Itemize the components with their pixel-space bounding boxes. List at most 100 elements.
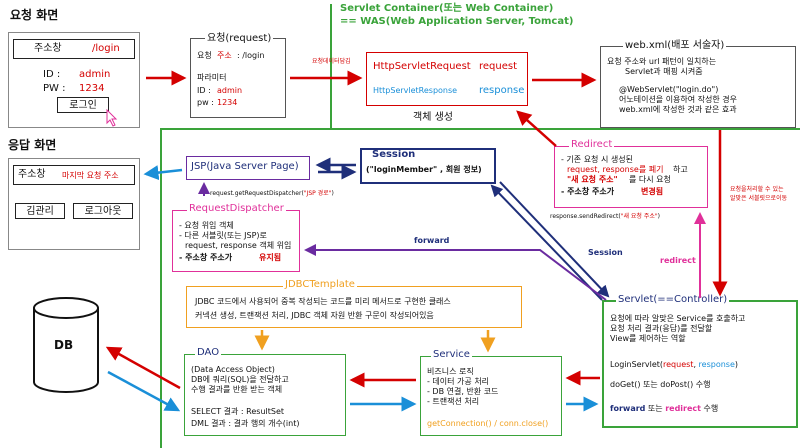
address-label: 주소창 — [34, 43, 62, 54]
container-top-edge — [330, 4, 332, 130]
res-name: response — [479, 85, 525, 96]
dispatcher-l3b: 유지됨 — [259, 253, 282, 262]
arrow-servlet-to-session — [490, 184, 603, 301]
servlet-l5: doGet() 또는 doPost() 수행 — [610, 380, 711, 389]
container-title-2: == WAS(Web Application Server, Tomcat) — [340, 16, 574, 27]
jsp-title: JSP(Java Server Page) — [191, 161, 299, 172]
redirect-label: redirect — [660, 256, 696, 265]
login-button[interactable]: 로그인 — [57, 97, 109, 113]
response-address-value: 마지막 요청 주소 — [62, 171, 119, 180]
dispatcher-l2: - 다른 서블릿(또는 JSP)로 — [179, 231, 267, 240]
servlet-l2: 요청 처리 결과(응답)를 전달할 — [610, 324, 713, 333]
send-redirect-call: response.sendRedirect("새 요청 주소") — [550, 213, 660, 220]
redirect-l3b: 를 다시 요청 — [629, 175, 671, 184]
database-icon — [33, 297, 99, 393]
request-line1-prefix: 요청 — [197, 51, 212, 60]
response-screen-title: 응답 화면 — [8, 138, 57, 152]
service-title: Service — [431, 349, 472, 361]
side-note-2: 알맞은 서블릿으로이동 — [730, 195, 788, 202]
service-l2: - 데이터 가공 처리 — [427, 377, 490, 386]
request-line1-value: : /login — [237, 51, 265, 60]
dispatcher-l2b: request, response 객체 위임 — [185, 241, 292, 250]
request-screen: 주소창 /login ID : admin PW : 1234 로그인 — [8, 32, 140, 128]
servlet-l1: 요청에 따라 알맞은 Service를 호출하고 — [610, 314, 746, 323]
logout-label: 로그아웃 — [84, 206, 122, 217]
dao-title: DAO — [195, 347, 222, 359]
redirect-l3a: "새 요청 주소" — [567, 175, 618, 184]
dao-l3: 수행 결과를 반환 받는 객체 — [191, 385, 283, 394]
arrow-dao-to-db — [105, 346, 181, 390]
db-label: DB — [54, 338, 74, 352]
pw-label: PW : — [43, 83, 66, 94]
webxml-b1: 요청 주소와 url 패턴이 일치하는 — [607, 57, 717, 66]
dao-l4: SELECT 결과 : ResultSet — [191, 407, 285, 416]
service-box: Service 비즈니스 로직 - 데이터 가공 처리 - DB 연결, 반환 … — [420, 349, 562, 436]
param-pw-prefix: pw : — [197, 98, 214, 107]
webxml-b2b: 어노테이션을 이용하여 작성한 경우 — [619, 95, 738, 104]
objects-box: HttpServletRequest request HttpServletRe… — [366, 52, 528, 106]
arrow-db-to-dao — [107, 370, 181, 412]
jsp-box: JSP(Java Server Page) — [186, 156, 310, 180]
servlet-l3: View를 제어하는 역할 — [610, 334, 686, 343]
res-class: HttpServletResponse — [373, 86, 458, 95]
redirect-l2a: request, response를 폐기 — [567, 165, 664, 174]
request-box: 요청(request) 요청 주소 : /login 파라미터 ID : adm… — [190, 33, 286, 118]
response-address-bar[interactable]: 주소창 마지막 요청 주소 — [13, 165, 135, 185]
dispatcher-call: request.getRequestDispatcher("JSP 경로") — [210, 190, 334, 197]
jdbc-title: JDBCTemplate — [283, 279, 357, 291]
webxml-title: web.xml(배포 서술자) — [623, 40, 727, 52]
req-name: request — [479, 61, 518, 72]
arrow-redirect-to-objects — [516, 110, 557, 147]
address-bar[interactable]: 주소창 /login — [13, 39, 135, 59]
redirect-l4b: 변경됨 — [641, 187, 664, 196]
session-content: ("loginMember" , 회원 정보) — [366, 165, 482, 174]
id-label: ID : — [43, 69, 61, 80]
request-screen-title: 요청 화면 — [10, 8, 59, 22]
dao-l2: DB에 쿼리(SQL)을 전달하고 — [191, 375, 289, 384]
redirect-l1: - 기존 요청 시 생성된 — [561, 155, 633, 164]
dispatcher-box: RequestDispatcher - 요청 위임 객체 - 다른 서블릿(또는… — [172, 203, 300, 272]
side-note-1: 요청을처리할 수 있는 — [730, 186, 784, 193]
jdbc-l2: 커넥션 생성, 트랜잭션 처리, JDBC 객체 자원 반환 구문이 작성되어있… — [195, 311, 434, 320]
param-id-value: admin — [217, 86, 243, 95]
dao-l1: (Data Access Object) — [191, 365, 275, 374]
user-name-button[interactable]: 김관리 — [15, 203, 65, 219]
arrow-jsp-to-response — [143, 165, 183, 181]
service-l4: - 트랜잭션 처리 — [427, 397, 480, 406]
arrow-forward — [304, 244, 607, 301]
param-pw-value: 1234 — [217, 98, 238, 107]
webxml-b2: @WebServlet("login.do") — [619, 85, 719, 94]
service-l1: 비즈니스 로직 — [427, 367, 474, 376]
request-data-label: 요청데이터담김 — [312, 58, 351, 65]
dispatcher-l1: - 요청 위임 객체 — [179, 221, 234, 230]
logout-button[interactable]: 로그아웃 — [73, 203, 133, 219]
param-id-prefix: ID : — [197, 86, 211, 95]
request-box-title: 요청(request) — [205, 33, 274, 45]
login-button-label: 로그인 — [69, 100, 97, 111]
dispatcher-l3a: - 주소창 주소가 — [179, 253, 233, 262]
address-value: /login — [92, 43, 120, 54]
response-screen: 주소창 마지막 요청 주소 김관리 로그아웃 — [8, 158, 140, 250]
response-address-label: 주소창 — [18, 169, 46, 180]
session-box: Session ("loginMember" , 회원 정보) — [360, 148, 496, 184]
dao-l5: DML 결과 : 결과 행의 개수(int) — [191, 419, 300, 428]
redirect-title: Redirect — [569, 139, 615, 151]
objects-caption: 객체 생성 — [413, 112, 453, 123]
service-l5: getConnection() / conn.close() — [427, 419, 549, 428]
id-value[interactable]: admin — [79, 69, 111, 80]
jdbc-box: JDBCTemplate JDBC 코드에서 사용되어 중복 작성되는 코드를 … — [186, 279, 522, 328]
redirect-l4a: - 주소창 주소가 — [561, 187, 615, 196]
servlet-box: Servlet(==Controller) 요청에 따라 알맞은 Service… — [602, 294, 798, 428]
container-title-1: Servlet Container(또는 Web Container) — [340, 3, 554, 14]
dispatcher-title: RequestDispatcher — [187, 203, 286, 215]
arrow-session-to-servlet — [499, 181, 610, 298]
servlet-l6: forward 또는 redirect 수행 — [610, 404, 719, 413]
dao-box: DAO (Data Access Object) DB에 쿼리(SQL)을 전달… — [184, 347, 346, 436]
session-label: Session — [588, 248, 623, 257]
session-title: Session — [372, 149, 416, 160]
webxml-box: web.xml(배포 서술자) 요청 주소와 url 패턴이 일치하는 Serv… — [600, 40, 796, 128]
pw-value[interactable]: 1234 — [79, 83, 105, 94]
cursor-icon — [106, 109, 118, 127]
service-l3: - DB 연결, 반환 코드 — [427, 387, 499, 396]
